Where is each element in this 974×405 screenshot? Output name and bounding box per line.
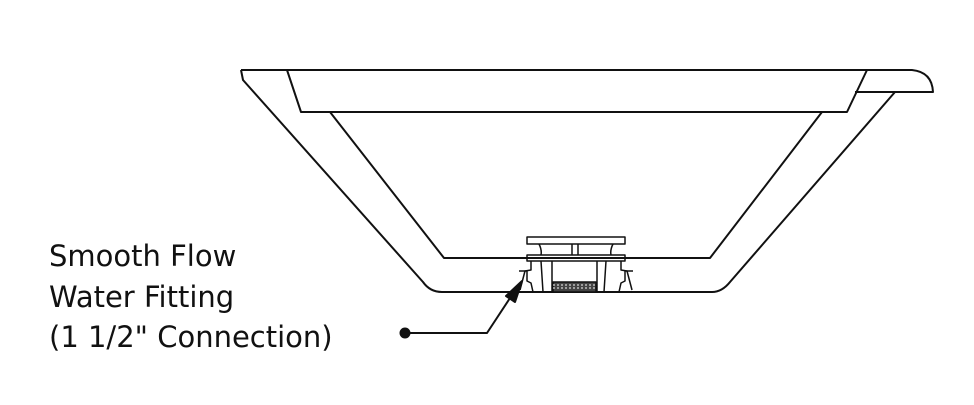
fitting-label: Smooth Flow Water Fitting (1 1/2" Connec… xyxy=(49,236,333,358)
fitting-label-line-1: Smooth Flow xyxy=(49,239,237,273)
water-fitting xyxy=(519,236,633,293)
callout-leader xyxy=(399,280,523,339)
bowl-outline xyxy=(240,69,934,293)
fitting-label-line-2: Water Fitting xyxy=(49,279,235,314)
arrowhead-icon xyxy=(505,280,523,303)
fitting-label-line-3: (1 1/2" Connection) xyxy=(49,320,333,354)
